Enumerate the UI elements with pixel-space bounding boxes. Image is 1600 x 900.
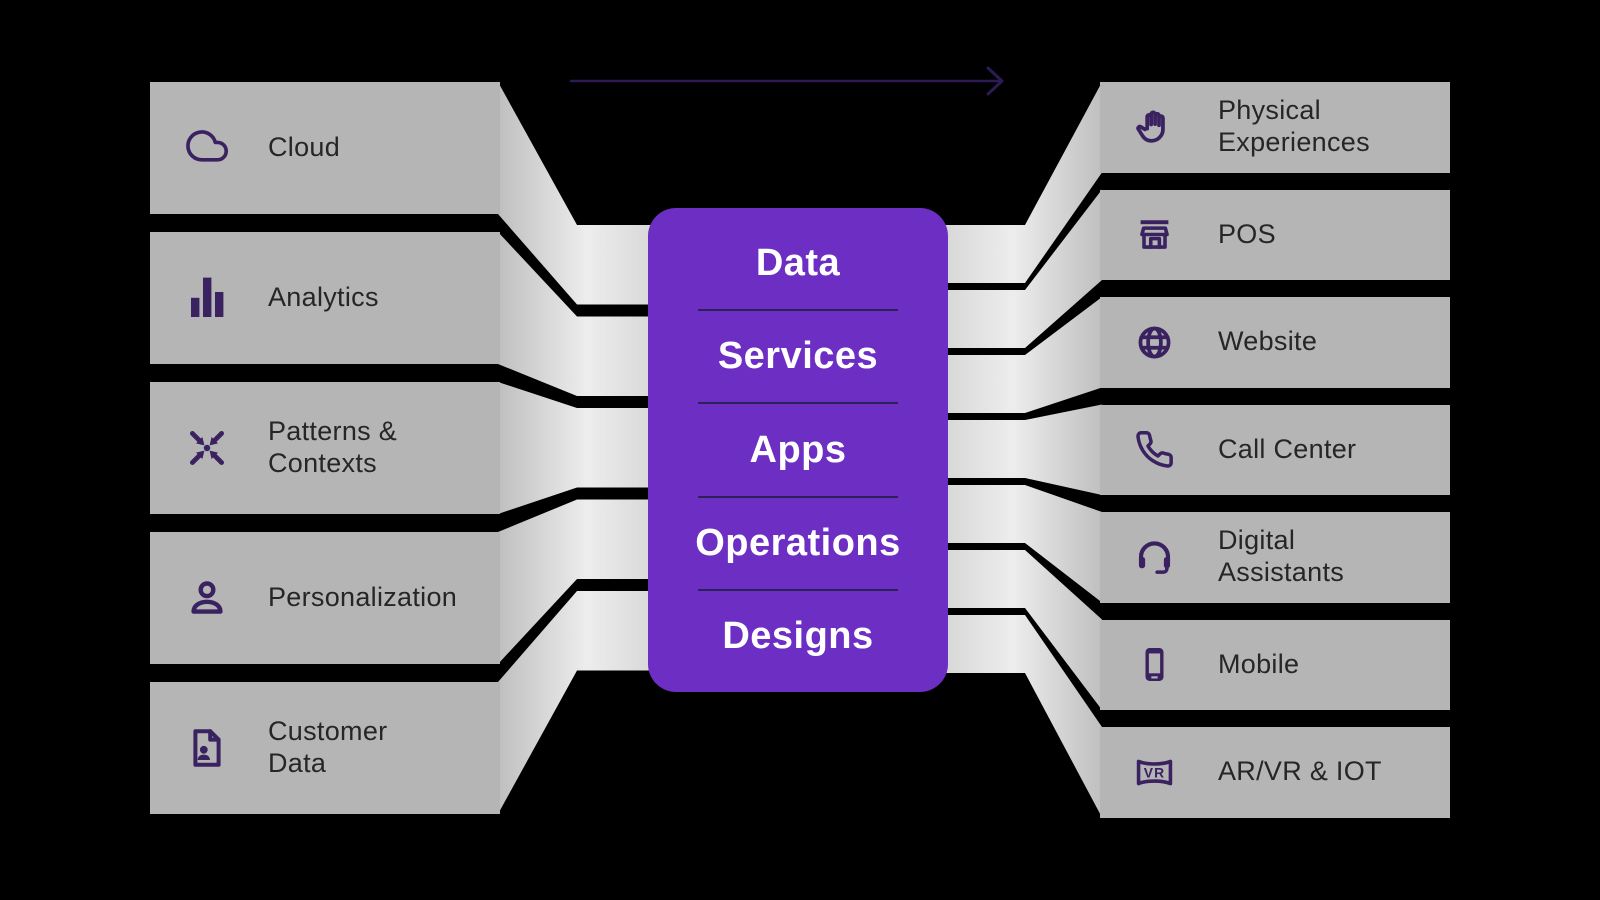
- left-funnel-2: [498, 382, 660, 514]
- right-funnel-1: [940, 189, 1102, 348]
- left-item-label: Cloud: [268, 132, 341, 163]
- right-funnel-5: [940, 550, 1102, 710]
- person-icon: [182, 574, 232, 622]
- left-box-personalization: Personalization: [150, 532, 500, 664]
- left-item-label: Patterns & Contexts: [268, 416, 398, 478]
- right-funnel-3: [940, 404, 1102, 495]
- right-item-label: POS: [1218, 218, 1276, 249]
- flow-arrow-icon: [570, 66, 1004, 96]
- left-item-label: Personalization: [268, 582, 458, 613]
- center-divider: [698, 588, 898, 591]
- center-item-services: Services: [717, 335, 879, 378]
- phone-icon: [1130, 427, 1178, 472]
- center-divider: [698, 495, 898, 498]
- left-item-label: Analytics: [268, 282, 379, 313]
- right-box-physical-experiences: Physical Experiences: [1100, 82, 1450, 173]
- right-box-pos: POS: [1100, 189, 1450, 280]
- headset-icon: [1130, 535, 1178, 580]
- right-funnel-4: [940, 485, 1102, 603]
- left-box-analytics: Analytics: [150, 232, 500, 364]
- center-divider: [698, 402, 898, 405]
- storefront-icon: [1130, 212, 1178, 257]
- left-item-label: Customer Data: [268, 716, 388, 778]
- center-divider: [698, 309, 898, 312]
- compress-arrows-icon: [182, 424, 232, 472]
- right-funnel-6: [940, 615, 1102, 818]
- customer-data-file-icon: [182, 724, 232, 772]
- right-box-call-center: Call Center: [1100, 404, 1450, 495]
- right-item-label: AR/VR & IOT: [1218, 756, 1382, 787]
- right-funnel-0: [940, 82, 1102, 283]
- left-funnel-4: [498, 591, 660, 814]
- right-box-mobile: Mobile: [1100, 619, 1450, 710]
- right-item-label: Website: [1218, 326, 1318, 357]
- left-box-patterns-contexts: Patterns & Contexts: [150, 382, 500, 514]
- left-box-customer-data: Customer Data: [150, 682, 500, 814]
- right-funnel-2: [940, 297, 1102, 413]
- right-box-digital-assistants: Digital Assistants: [1100, 512, 1450, 603]
- cloud-icon: [182, 124, 232, 172]
- smartphone-icon: [1130, 642, 1178, 687]
- right-item-label: Mobile: [1218, 648, 1300, 679]
- left-funnel-0: [498, 82, 660, 305]
- hand-icon: [1130, 105, 1178, 150]
- center-item-apps: Apps: [749, 428, 847, 471]
- right-item-label: Physical Experiences: [1218, 95, 1370, 158]
- right-box-ar-vr-iot: VR AR/VR & IOT: [1100, 727, 1450, 818]
- vr-goggles-icon: VR: [1130, 750, 1178, 795]
- center-item-operations: Operations: [695, 521, 901, 564]
- right-item-label: Call Center: [1218, 433, 1357, 464]
- left-funnel-3: [498, 499, 660, 664]
- bar-chart-icon: [182, 274, 232, 322]
- left-funnel-1: [498, 232, 660, 396]
- center-item-data: Data: [755, 242, 841, 285]
- right-box-website: Website: [1100, 297, 1450, 388]
- center-item-designs: Designs: [722, 614, 874, 657]
- vr-icon-text: VR: [1143, 764, 1165, 780]
- right-item-label: Digital Assistants: [1218, 525, 1345, 588]
- left-box-cloud: Cloud: [150, 82, 500, 214]
- globe-icon: [1130, 320, 1178, 365]
